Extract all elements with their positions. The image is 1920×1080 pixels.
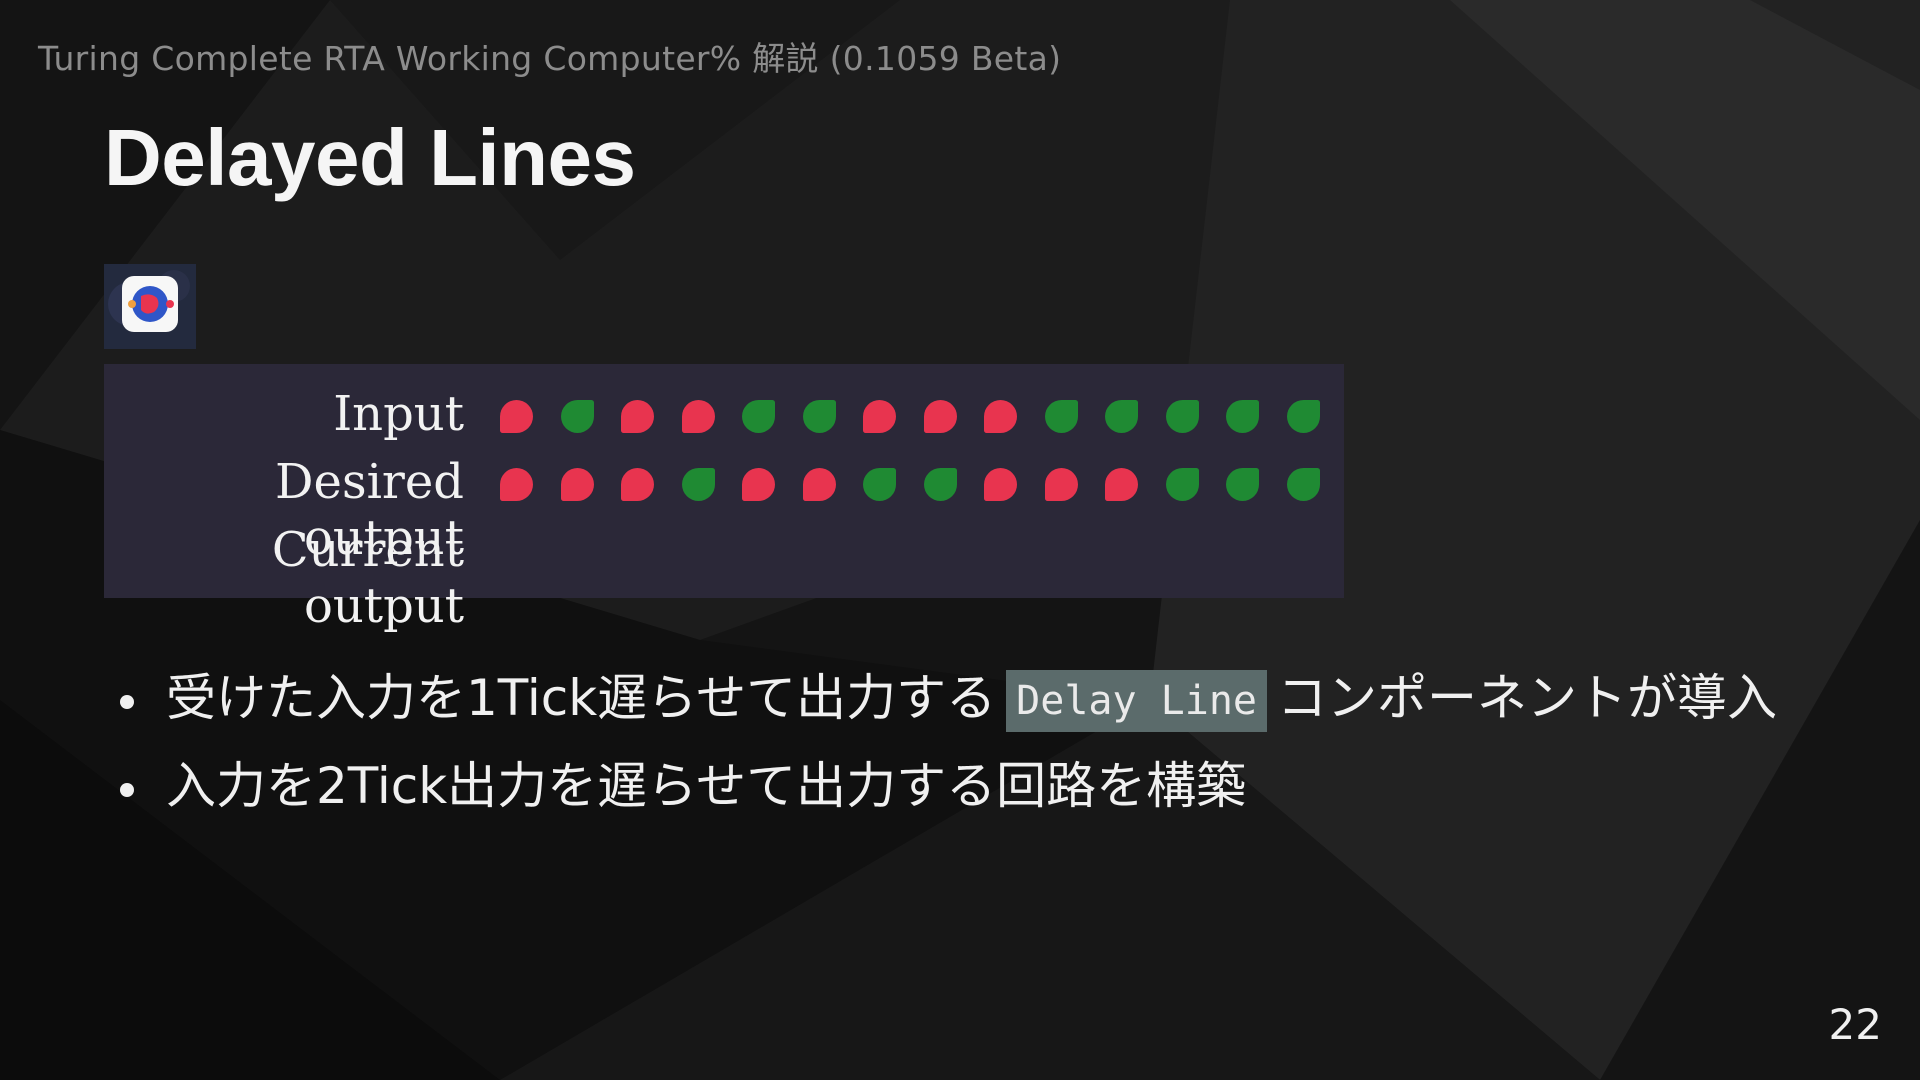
- inline-code-delay-line: Delay Line: [1006, 670, 1267, 732]
- bullet-text-before: 受けた入力を1Tick遅らせて出力する: [166, 669, 997, 727]
- bullet-dot: [120, 783, 134, 797]
- signal-dot-red: [802, 468, 836, 501]
- signal-dot-red: [500, 400, 533, 433]
- signal-dot-red: [984, 400, 1017, 433]
- signal-dot-green: [923, 468, 957, 501]
- signal-dot-green: [1226, 400, 1259, 433]
- signal-dot-green: [1044, 400, 1078, 433]
- page-number: 22: [1828, 1000, 1882, 1049]
- bullet-text: 入力を2Tick出力を遅らせて出力する回路を構築: [166, 757, 1247, 815]
- signal-dot-green: [1165, 400, 1199, 433]
- bullet-text-after: コンポーネントが導入: [1276, 669, 1777, 727]
- signal-dot-red: [1105, 468, 1138, 501]
- signal-dot-green: [1165, 468, 1199, 501]
- signal-dot-green: [681, 468, 715, 501]
- input-row-label: Input: [333, 386, 464, 442]
- signal-dot-red: [984, 468, 1017, 501]
- signal-dot-red: [681, 400, 715, 433]
- signal-dot-green: [863, 468, 896, 501]
- desired-output-row-label: Desired output: [275, 454, 464, 566]
- signal-dot-red: [742, 468, 775, 501]
- signal-dot-red: [621, 468, 654, 501]
- signal-dot-green: [1105, 400, 1138, 433]
- signal-dot-red: [1044, 468, 1078, 501]
- signal-dot-green: [742, 400, 775, 433]
- delay-line-component-icon: [104, 264, 196, 349]
- level-io-panel: Input Desired output Current output: [104, 364, 1344, 634]
- current-output-row-label: Current output: [271, 522, 464, 634]
- bullet-item: 入力を2Tick出力を遅らせて出力する回路を構築: [120, 752, 1820, 820]
- bullet-dot: [120, 695, 134, 709]
- signal-dot-red: [621, 400, 654, 433]
- deck-header: Turing Complete RTA Working Computer% 解説…: [38, 39, 1062, 78]
- signal-dot-green: [1226, 468, 1259, 501]
- signal-dot-red: [500, 468, 533, 501]
- slide-title: Delayed Lines: [104, 113, 636, 202]
- signal-dot-red: [560, 468, 594, 501]
- signal-dot-red: [863, 400, 896, 433]
- signal-dot-green: [1286, 400, 1320, 433]
- signal-dot-green: [560, 400, 594, 433]
- signal-dot-green: [802, 400, 836, 433]
- signal-dot-green: [1286, 468, 1320, 501]
- signal-dot-red: [923, 400, 957, 433]
